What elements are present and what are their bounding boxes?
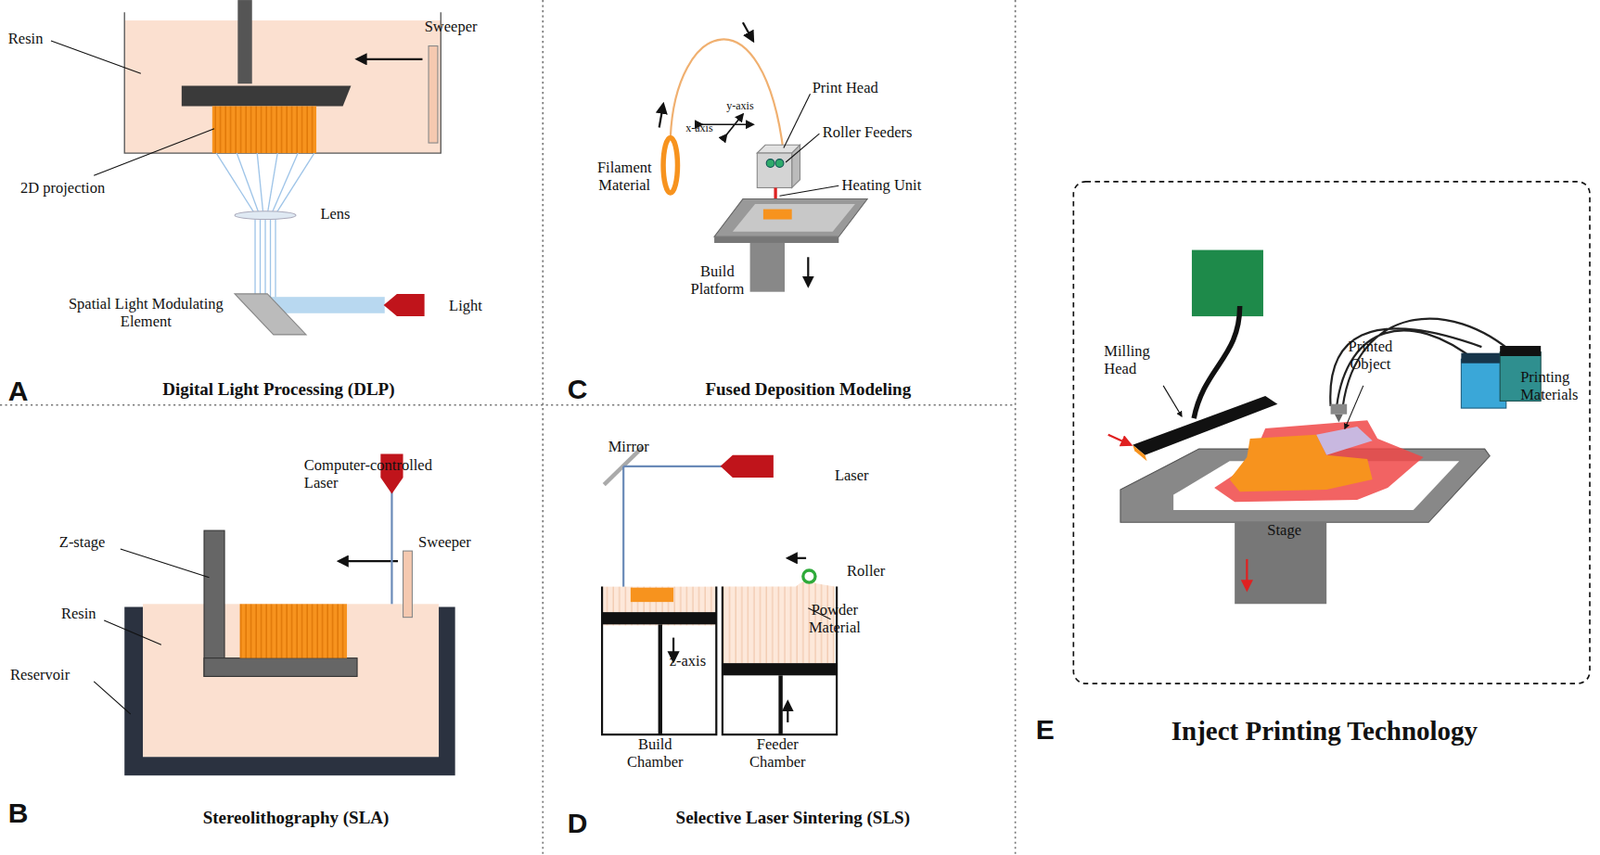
part-label: Sweeper bbox=[424, 18, 478, 37]
dlp-illustration bbox=[51, 0, 441, 335]
part-label: Feeder Chamber bbox=[734, 736, 820, 772]
panel-letter: C bbox=[567, 373, 589, 407]
sls-illustration bbox=[601, 447, 837, 735]
part-label: 2D projection bbox=[20, 179, 105, 198]
part-label: Laser bbox=[834, 467, 870, 486]
axis-label: z-axis bbox=[669, 652, 706, 671]
axis-label: x-axis bbox=[685, 122, 713, 136]
panel-title: Digital Light Processing (DLP) bbox=[125, 379, 432, 400]
part-label: Reservoir bbox=[10, 666, 70, 685]
part-label: Roller bbox=[846, 563, 885, 581]
part-label: Sweeper bbox=[418, 534, 472, 552]
panel-divider bbox=[0, 0, 1016, 855]
part-label: Resin bbox=[61, 605, 97, 624]
fdm-illustration bbox=[659, 22, 868, 292]
part-label: Lens bbox=[320, 205, 350, 224]
part-label: Printed Object bbox=[1334, 338, 1407, 374]
part-label: Build Platform bbox=[676, 263, 758, 299]
part-label: Stage bbox=[1267, 522, 1302, 540]
part-label: Resin bbox=[8, 30, 44, 49]
part-label: Computer-controlled Laser bbox=[304, 457, 468, 493]
part-label: Light bbox=[448, 297, 483, 316]
panel-title: Stereolithography (SLA) bbox=[142, 807, 449, 829]
panel-letter: B bbox=[8, 797, 29, 831]
sla-illustration bbox=[93, 454, 455, 777]
part-label: Mirror bbox=[608, 438, 650, 457]
part-label: Powder Material bbox=[796, 601, 874, 638]
panel-letter: A bbox=[8, 375, 29, 409]
panel-letter: D bbox=[567, 807, 589, 841]
part-label: Print Head bbox=[812, 79, 879, 98]
part-label: Printing Materials bbox=[1520, 369, 1590, 405]
panel-title: Inject Printing Technology bbox=[1110, 716, 1539, 747]
part-label: Filament Material bbox=[583, 159, 666, 195]
part-label: Z-stage bbox=[59, 534, 105, 552]
part-label: Roller Feeders bbox=[822, 124, 913, 142]
part-label: Milling Head bbox=[1103, 343, 1176, 379]
inkjet-illustration bbox=[1073, 181, 1590, 684]
part-label: Build Chamber bbox=[612, 736, 698, 772]
panel-title: Fused Deposition Modeling bbox=[654, 379, 961, 400]
axis-label: y-axis bbox=[726, 100, 754, 114]
panel-title: Selective Laser Sintering (SLS) bbox=[624, 807, 961, 829]
part-label: Heating Unit bbox=[842, 177, 922, 195]
panel-letter: E bbox=[1036, 714, 1055, 747]
part-label: Spatial Light Modulating Element bbox=[53, 295, 238, 332]
